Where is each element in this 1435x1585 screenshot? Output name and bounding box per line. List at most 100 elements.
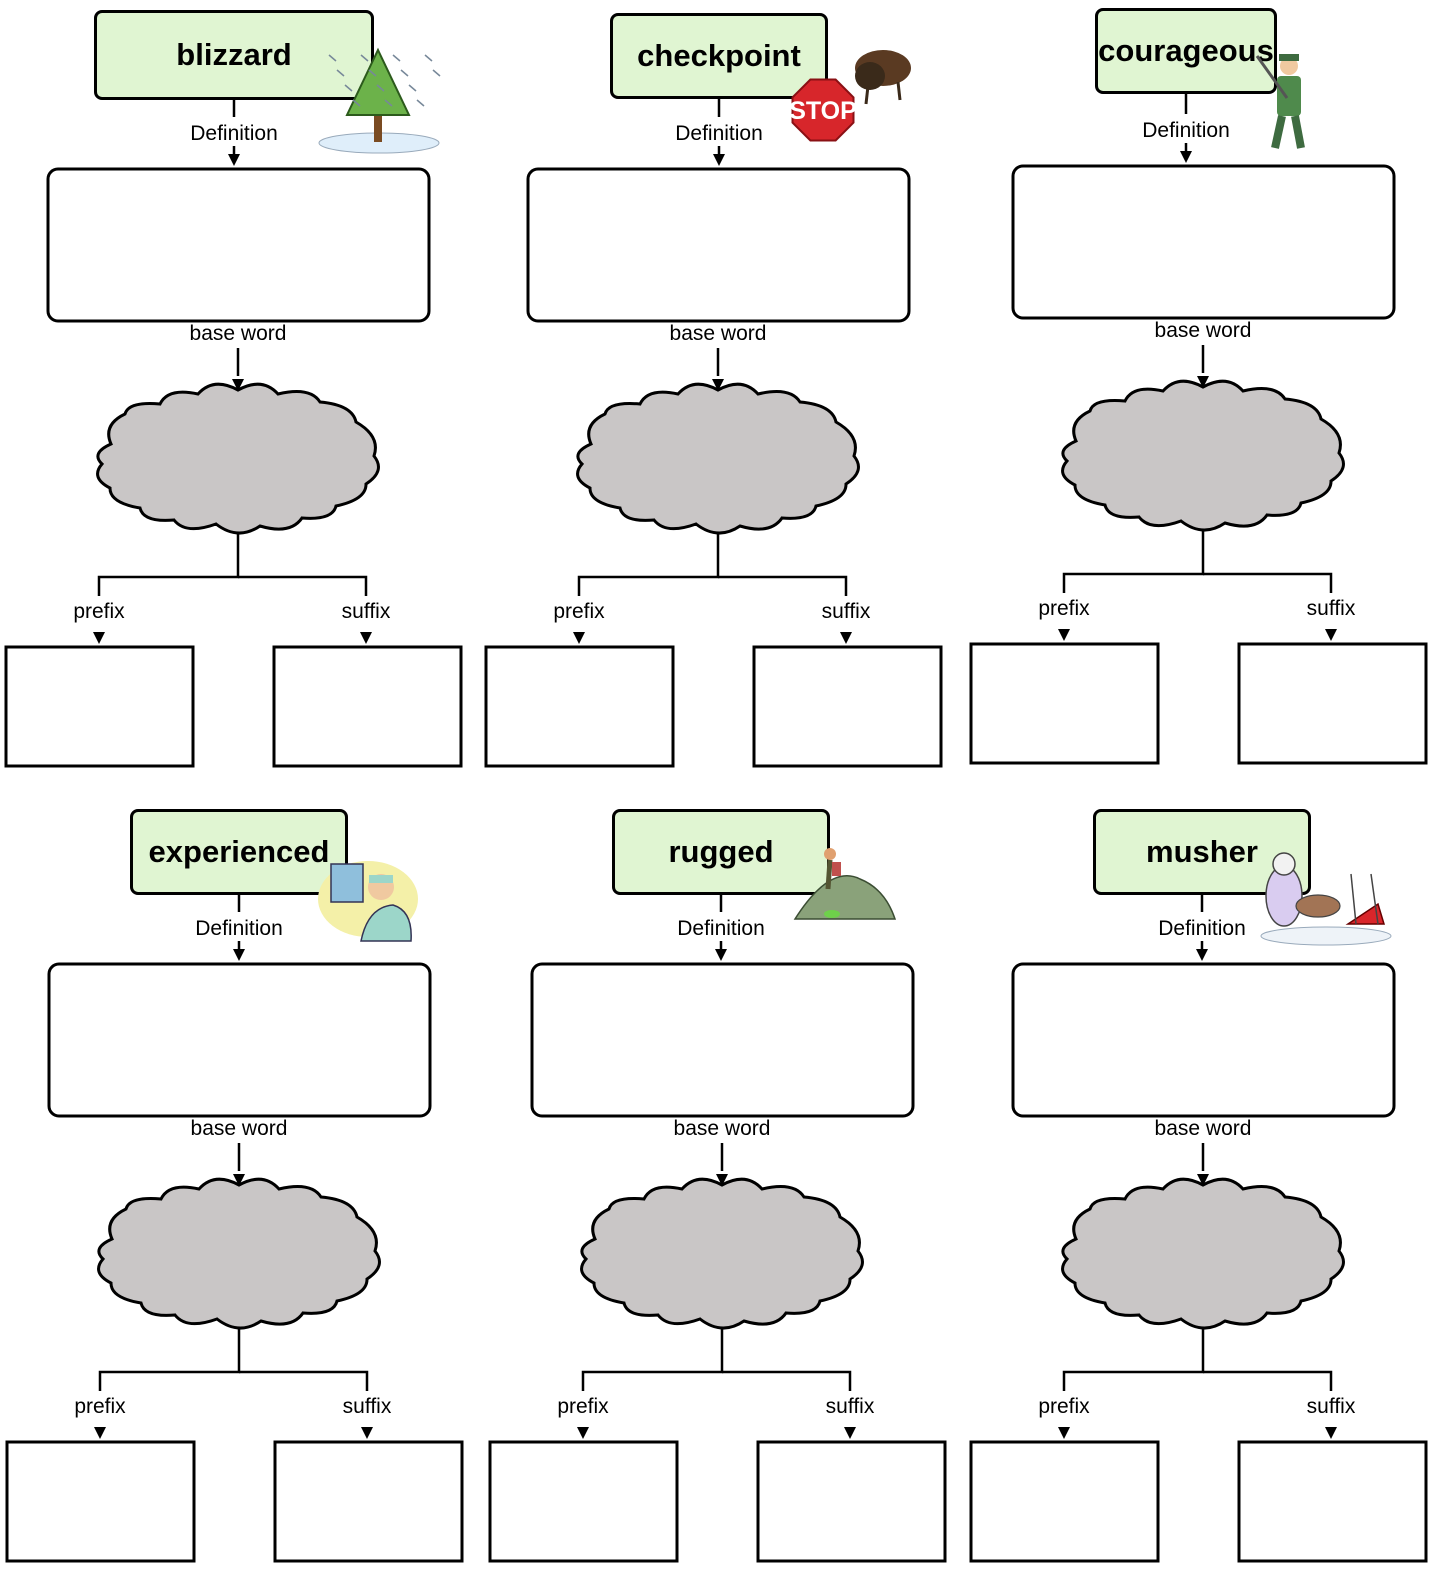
vocabulary-word: blizzard xyxy=(94,10,374,100)
arrow-head xyxy=(228,154,240,166)
suffix-label: suffix xyxy=(821,600,871,623)
word-map-diagram xyxy=(969,94,1428,765)
prefix-label: prefix xyxy=(1038,597,1090,620)
arrow-head xyxy=(1058,629,1070,641)
base-word-cloud xyxy=(97,1177,381,1330)
connector-line xyxy=(97,532,240,596)
suffix-box xyxy=(756,1440,947,1563)
base-word-cloud xyxy=(576,382,860,535)
arrow-head xyxy=(840,632,852,644)
suffix-box xyxy=(752,645,943,768)
connector-line xyxy=(1203,1370,1333,1391)
base-word-cloud xyxy=(96,382,380,535)
definition-box xyxy=(526,167,911,323)
arrow-head xyxy=(1180,151,1192,163)
arrow-head xyxy=(573,632,585,644)
base-word-label: base word xyxy=(673,1117,771,1140)
base-word-label: base word xyxy=(1154,1117,1252,1140)
arrow-head xyxy=(716,1174,728,1186)
base-word-label: base word xyxy=(189,322,287,345)
suffix-label: suffix xyxy=(341,600,391,623)
vocabulary-word: courageous xyxy=(1095,8,1277,94)
connector-line xyxy=(718,575,848,596)
prefix-box xyxy=(5,1440,196,1563)
suffix-box xyxy=(1237,1440,1428,1563)
prefix-box xyxy=(969,1440,1160,1563)
prefix-label: prefix xyxy=(557,1395,609,1418)
connector-line xyxy=(98,1327,241,1391)
base-word-cloud xyxy=(580,1177,864,1330)
stop-sign-text: STOP xyxy=(789,97,857,125)
sled-dog-team-icon xyxy=(1260,852,1392,946)
arrow-head xyxy=(233,949,245,961)
snowy-tree-icon xyxy=(318,47,441,154)
word-map-diagram xyxy=(488,895,947,1563)
word-map-diagram xyxy=(969,895,1428,1563)
definition-label: Definition xyxy=(677,917,765,940)
arrow-head xyxy=(844,1427,856,1439)
word-map-diagram xyxy=(4,100,463,768)
arrow-head xyxy=(715,949,727,961)
definition-label: Definition xyxy=(195,917,283,940)
arrow-head xyxy=(1058,1427,1070,1439)
suffix-label: suffix xyxy=(1306,1395,1356,1418)
definition-label: Definition xyxy=(675,122,763,145)
arrow-head xyxy=(1325,629,1337,641)
arrow-head xyxy=(713,154,725,166)
definition-label: Definition xyxy=(1142,119,1230,142)
word-map-diagram xyxy=(5,895,464,1563)
prefix-box xyxy=(484,645,675,768)
base-word-cloud xyxy=(1061,1177,1345,1330)
suffix-box xyxy=(1237,642,1428,765)
arrow-head xyxy=(93,632,105,644)
definition-label: Definition xyxy=(1158,917,1246,940)
vocabulary-word: rugged xyxy=(612,809,830,895)
doctor-xray-icon xyxy=(318,861,418,942)
definition-box xyxy=(46,167,431,323)
hiker-on-hill-icon xyxy=(793,848,897,920)
connector-line xyxy=(581,1327,724,1391)
suffix-label: suffix xyxy=(1306,597,1356,620)
soldier-icon xyxy=(1255,54,1305,149)
arrow-head xyxy=(1197,1174,1209,1186)
definition-box xyxy=(47,962,432,1118)
definition-label: Definition xyxy=(190,122,278,145)
definition-box xyxy=(1011,962,1396,1118)
connector-line xyxy=(1062,1327,1205,1391)
vocabulary-word: checkpoint xyxy=(610,13,828,99)
prefix-box xyxy=(4,645,195,768)
base-word-label: base word xyxy=(669,322,767,345)
suffix-label: suffix xyxy=(825,1395,875,1418)
base-word-label: base word xyxy=(1154,319,1252,342)
stop-sign-icon: STOP xyxy=(789,50,911,142)
arrow-head xyxy=(232,379,244,391)
base-word-label: base word xyxy=(190,1117,288,1140)
suffix-box xyxy=(273,1440,464,1563)
connector-line xyxy=(1062,529,1205,593)
arrow-head xyxy=(233,1174,245,1186)
suffix-box xyxy=(272,645,463,768)
arrow-head xyxy=(1196,949,1208,961)
arrow-head xyxy=(360,632,372,644)
connector-line xyxy=(239,1370,369,1391)
connector-line xyxy=(722,1370,852,1391)
definition-box xyxy=(530,962,915,1118)
arrow-head xyxy=(1197,376,1209,388)
definition-box xyxy=(1011,164,1396,320)
prefix-box xyxy=(969,642,1160,765)
connector-line xyxy=(238,575,368,596)
base-word-cloud xyxy=(1061,379,1345,532)
arrow-head xyxy=(1325,1427,1337,1439)
arrow-head xyxy=(577,1427,589,1439)
word-map-diagram xyxy=(484,99,943,768)
suffix-label: suffix xyxy=(342,1395,392,1418)
arrow-head xyxy=(361,1427,373,1439)
prefix-box xyxy=(488,1440,679,1563)
